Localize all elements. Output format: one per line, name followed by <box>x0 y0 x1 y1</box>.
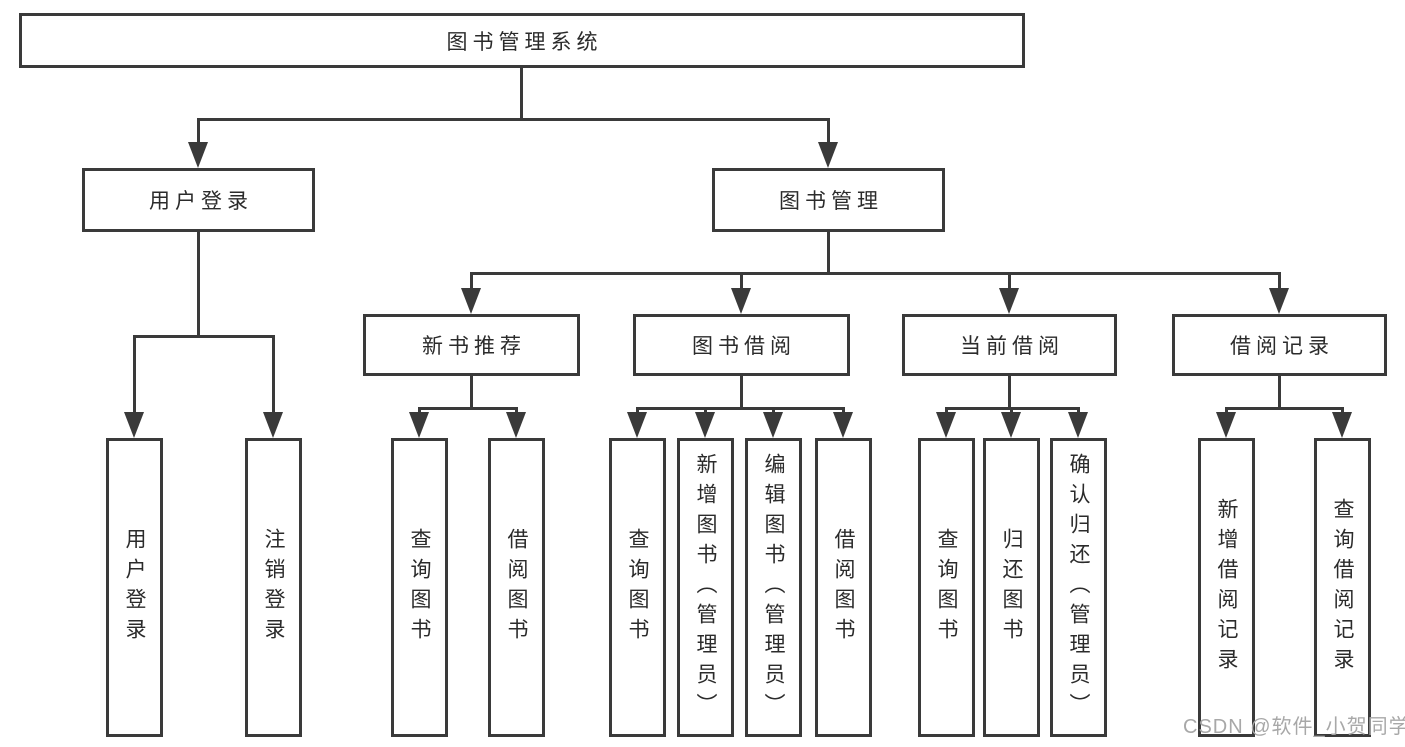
arrowhead <box>695 412 715 438</box>
arrowhead <box>627 412 647 438</box>
leaf-confirm-return-admin: 确认归还（管理员） <box>1050 438 1107 737</box>
connector-line <box>1225 407 1344 410</box>
node-borrowing-records: 借阅记录 <box>1172 314 1387 376</box>
leaf-borrow-books-borrowing-label: 借阅图书 <box>832 527 855 648</box>
connector-line <box>1008 376 1011 407</box>
connector-line <box>197 121 200 146</box>
connector-line <box>740 275 743 290</box>
node-book-management: 图书管理 <box>712 168 945 232</box>
arrowhead <box>506 412 526 438</box>
connector-line <box>272 338 275 414</box>
arrowhead <box>124 412 144 438</box>
leaf-query-books-current-label: 查询图书 <box>935 527 958 648</box>
arrowhead <box>763 412 783 438</box>
node-user-login: 用户登录 <box>82 168 315 232</box>
connector-line <box>470 376 473 407</box>
arrowhead <box>1001 412 1021 438</box>
leaf-user-login-label: 用户登录 <box>123 527 146 648</box>
arrowhead <box>1216 412 1236 438</box>
leaf-query-borrow-record: 查询借阅记录 <box>1314 438 1371 737</box>
connector-line <box>827 121 830 146</box>
connector-line <box>636 407 845 410</box>
connector-line <box>197 232 200 335</box>
arrowhead <box>188 142 208 168</box>
leaf-add-book-admin-label: 新增图书（管理员） <box>694 452 717 723</box>
connector-line <box>470 275 473 290</box>
node-new-book-recommend-label: 新书推荐 <box>422 335 526 358</box>
arrowhead <box>999 288 1019 314</box>
connector-line <box>418 407 518 410</box>
leaf-logout-label: 注销登录 <box>262 527 285 648</box>
node-book-borrowing: 图书借阅 <box>633 314 850 376</box>
arrowhead <box>818 142 838 168</box>
node-borrowing-records-label: 借阅记录 <box>1230 335 1334 358</box>
leaf-query-books-current: 查询图书 <box>918 438 975 737</box>
connector-line <box>470 272 1281 275</box>
node-user-login-label: 用户登录 <box>149 190 253 213</box>
connector-line <box>197 118 830 121</box>
arrowhead <box>461 288 481 314</box>
connector-line <box>520 68 523 121</box>
leaf-add-borrow-record: 新增借阅记录 <box>1198 438 1255 737</box>
node-book-management-label: 图书管理 <box>779 190 883 213</box>
arrowhead <box>833 412 853 438</box>
leaf-borrow-books-recommend-label: 借阅图书 <box>505 527 528 648</box>
node-current-borrowing-label: 当前借阅 <box>960 335 1064 358</box>
leaf-edit-book-admin-label: 编辑图书（管理员） <box>762 452 785 723</box>
arrowhead <box>1068 412 1088 438</box>
connector-line <box>945 407 1080 410</box>
connector-line <box>133 335 275 338</box>
arrowhead <box>263 412 283 438</box>
leaf-add-book-admin: 新增图书（管理员） <box>677 438 734 737</box>
leaf-query-books-recommend: 查询图书 <box>391 438 448 737</box>
arrowhead <box>731 288 751 314</box>
leaf-query-books-recommend-label: 查询图书 <box>408 527 431 648</box>
node-new-book-recommend: 新书推荐 <box>363 314 580 376</box>
node-library-system: 图书管理系统 <box>19 13 1025 68</box>
connector-line <box>827 232 830 272</box>
connector-line <box>1278 275 1281 290</box>
connector-line <box>1278 376 1281 407</box>
connector-line <box>133 338 136 414</box>
leaf-user-login: 用户登录 <box>106 438 163 737</box>
csdn-watermark: CSDN @软件_小贺同学 <box>1183 716 1405 738</box>
leaf-edit-book-admin: 编辑图书（管理员） <box>745 438 802 737</box>
leaf-return-book: 归还图书 <box>983 438 1040 737</box>
connector-line <box>740 376 743 407</box>
leaf-borrow-books-recommend: 借阅图书 <box>488 438 545 737</box>
leaf-logout: 注销登录 <box>245 438 302 737</box>
leaf-query-books-borrowing-label: 查询图书 <box>626 527 649 648</box>
node-current-borrowing: 当前借阅 <box>902 314 1117 376</box>
leaf-query-books-borrowing: 查询图书 <box>609 438 666 737</box>
leaf-borrow-books-borrowing: 借阅图书 <box>815 438 872 737</box>
connector-line <box>1008 275 1011 290</box>
arrowhead <box>1269 288 1289 314</box>
arrowhead <box>936 412 956 438</box>
arrowhead <box>409 412 429 438</box>
arrowhead <box>1332 412 1352 438</box>
leaf-add-borrow-record-label: 新增借阅记录 <box>1215 497 1238 678</box>
leaf-query-borrow-record-label: 查询借阅记录 <box>1331 497 1354 678</box>
node-book-borrowing-label: 图书借阅 <box>692 335 796 358</box>
leaf-confirm-return-admin-label: 确认归还（管理员） <box>1067 452 1090 723</box>
node-library-system-label: 图书管理系统 <box>446 30 603 54</box>
leaf-return-book-label: 归还图书 <box>1000 527 1023 648</box>
